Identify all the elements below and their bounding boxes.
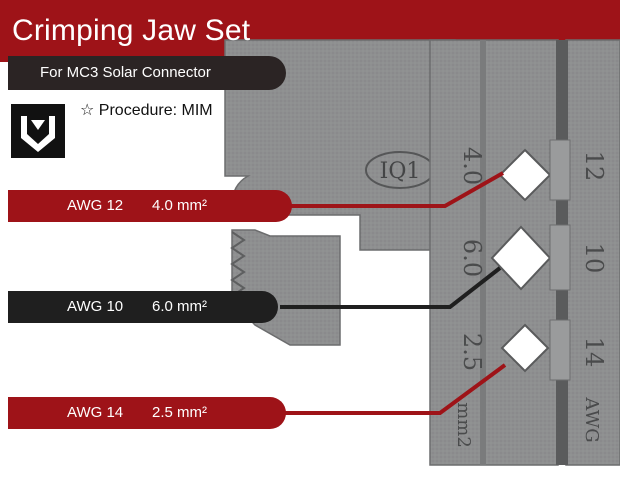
callout-line-awg12 (280, 171, 504, 208)
callout-awg10-mm: 6.0 mm² (152, 298, 208, 315)
jaw-awg-mark: 12 (580, 151, 608, 182)
die-cavity-14 (500, 323, 550, 373)
logo-icon (11, 104, 65, 158)
callout-awg12-mm: 4.0 mm² (152, 197, 208, 214)
jaw-awg-mark: 10 (580, 243, 608, 274)
page-title: Crimping Jaw Set (12, 14, 251, 47)
callout-awg12-gauge: AWG 12 (67, 197, 124, 214)
jaw-mm-mark: 2.5 (458, 333, 486, 371)
procedure-label: Procedure: MIM (98, 102, 213, 119)
jaw-mm-mark: 4.0 (458, 147, 486, 185)
callout-line-awg10 (280, 266, 502, 309)
callout-pill-awg14 (8, 397, 286, 429)
jaw-mm-unit-mark: mm2 (453, 402, 474, 448)
subtitle-pill (8, 56, 286, 90)
jaw-awg-mark: 14 (580, 337, 608, 368)
page-subtitle: For MC3 Solar Connector (40, 64, 211, 81)
procedure-line: ☆ Procedure: MIM (80, 100, 213, 120)
jaw-mm-mark: 6.0 (458, 239, 486, 277)
die-cavity-12 (498, 148, 552, 202)
jaw-lower-block (231, 229, 341, 346)
callout-awg14-mm: 2.5 mm² (152, 404, 208, 421)
callout-awg10-gauge: AWG 10 (67, 298, 124, 315)
callout-line-awg14 (280, 363, 507, 415)
callout-awg14-gauge: AWG 14 (67, 404, 124, 421)
jaw-awg-unit-mark: AWG (581, 396, 602, 442)
callout-pill-awg10 (8, 291, 278, 323)
jaw-model-mark: IQ1 (380, 159, 421, 184)
star-icon: ☆ (80, 102, 95, 119)
jaw-teeth (230, 231, 246, 297)
die-cavity-10 (490, 225, 552, 291)
callout-pill-awg12 (8, 190, 292, 222)
